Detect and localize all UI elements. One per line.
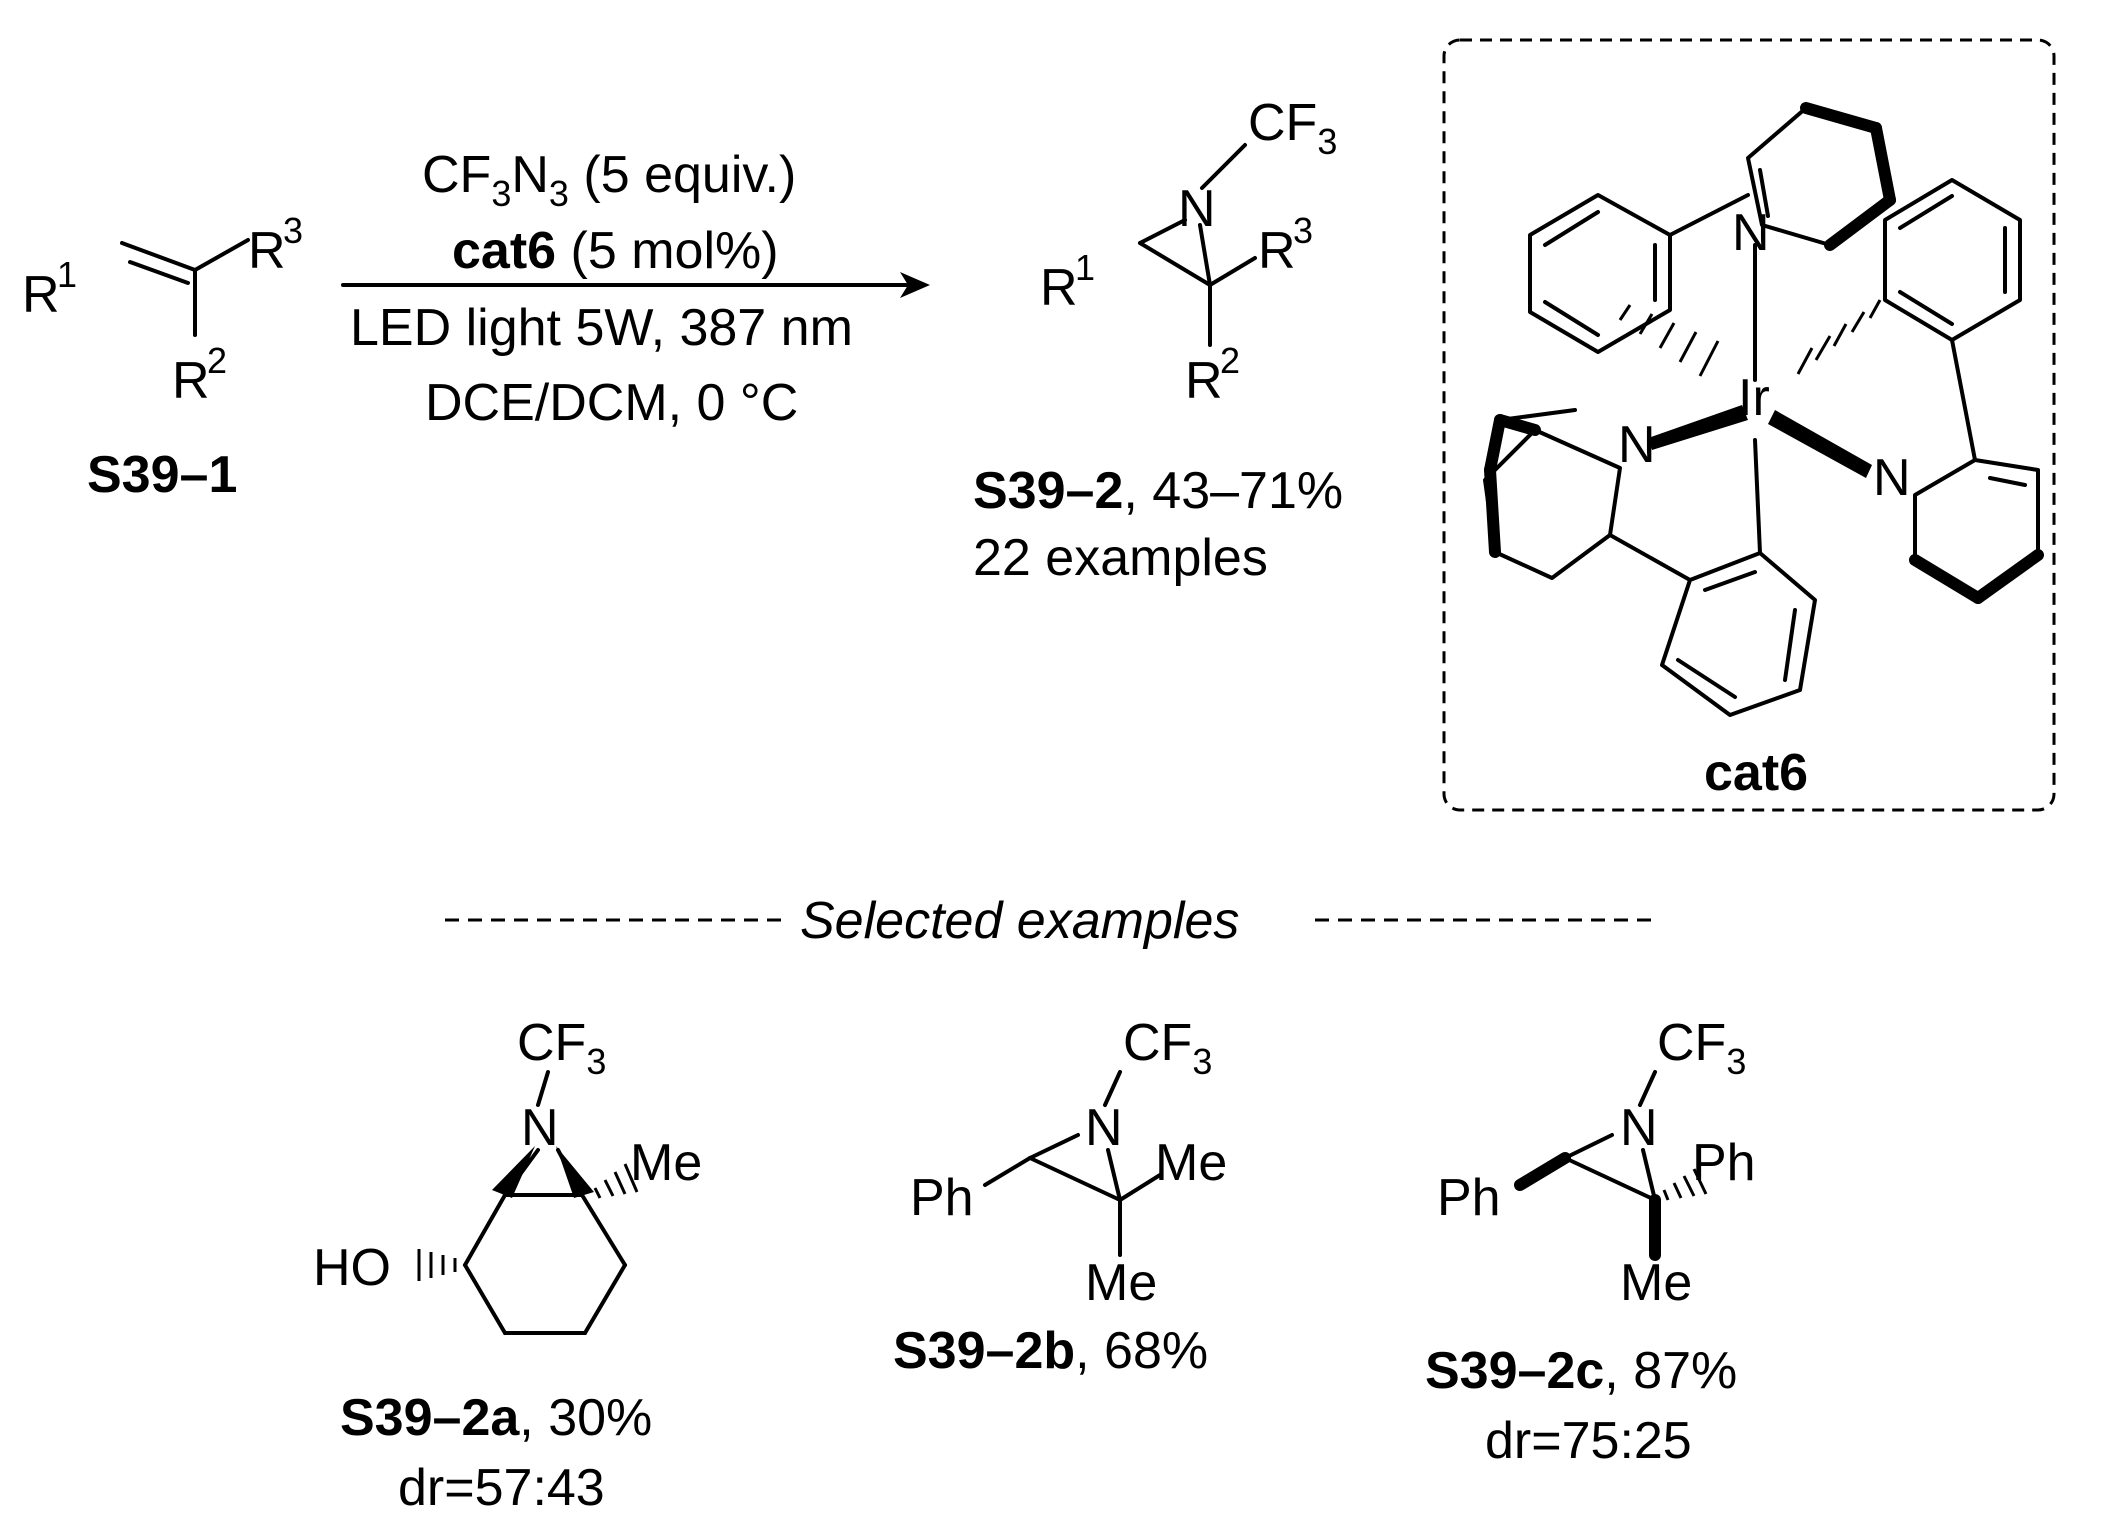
product-r3: R [1258, 222, 1296, 280]
catalyst-n-top: N [1732, 204, 1770, 262]
catalyst-n-right: N [1873, 449, 1911, 507]
product-cf3: CF3 [1248, 94, 1337, 162]
example-c-cf3: CF3 [1657, 1014, 1746, 1082]
example-b-n: N [1085, 1099, 1123, 1157]
example-a-ho: HO [313, 1239, 391, 1297]
example-a-n: N [521, 1099, 559, 1157]
example-c-me: Me [1620, 1254, 1692, 1312]
catalyst-ir: Ir [1738, 369, 1770, 427]
conditions-line4: DCE/DCM, 0 °C [425, 374, 798, 432]
selected-header-text: Selected examples [800, 892, 1239, 950]
example-b-ph: Ph [910, 1169, 974, 1227]
reactant-alkene: R 1 R 3 R 2 S39–1 [22, 210, 303, 504]
product-r2-sup: 2 [1220, 340, 1240, 381]
example-a-cf3: CF3 [517, 1014, 606, 1082]
reactant-r2-sup: 2 [207, 340, 227, 381]
product-examples: 22 examples [973, 529, 1268, 587]
conditions-line1: CF3N3 (5 equiv.) [422, 146, 796, 214]
product-r3-sup: 3 [1293, 210, 1313, 251]
example-a-me: Me [630, 1134, 702, 1192]
reactant-r3: R [248, 222, 286, 280]
example-b-label: S39–2b, 68% [893, 1322, 1208, 1380]
example-c-n: N [1620, 1099, 1658, 1157]
product-aziridine: N CF3 R 1 R 3 R 2 S39–2, 43–71% 22 examp… [973, 94, 1343, 587]
product-n: N [1178, 180, 1216, 238]
reactant-r3-sup: 3 [283, 210, 303, 251]
product-label: S39–2, 43–71% [973, 462, 1343, 520]
example-c-ph2: Ph [1692, 1134, 1756, 1192]
reactant-r1: R [22, 266, 60, 324]
catalyst-label: cat6 [1704, 744, 1808, 802]
example-c-label: S39–2c, 87% [1425, 1342, 1737, 1400]
example-c-ph1: Ph [1437, 1169, 1501, 1227]
example-b-cf3: CF3 [1123, 1014, 1212, 1082]
selected-examples-header: Selected examples [445, 892, 1660, 950]
product-r1-sup: 1 [1075, 247, 1095, 288]
catalyst-box: N Ir N N cat6 [1442, 38, 2056, 812]
example-s39-2c: CF3 N Ph Ph Me S39–2c, 87% dr=75:25 [1425, 1014, 1756, 1470]
reactant-r1-sup: 1 [57, 254, 77, 295]
reaction-conditions: CF3N3 (5 equiv.) cat6 (5 mol%) LED light… [341, 146, 930, 432]
example-s39-2b: CF3 N Ph Me Me S39–2b, 68% [893, 1014, 1227, 1380]
example-a-label: S39–2a, 30% [340, 1389, 652, 1447]
catalyst-n-left: N [1618, 416, 1656, 474]
example-s39-2a: CF3 N Me HO S39–2a, 30% dr=57:43 [313, 1014, 702, 1517]
example-b-me1: Me [1155, 1134, 1227, 1192]
example-c-dr: dr=75:25 [1485, 1412, 1692, 1470]
conditions-line2: cat6 (5 mol%) [452, 222, 779, 280]
example-a-dr: dr=57:43 [398, 1459, 605, 1517]
example-b-me2: Me [1085, 1254, 1157, 1312]
product-r1: R [1040, 259, 1078, 317]
conditions-line3: LED light 5W, 387 nm [350, 299, 853, 357]
reactant-r2: R [172, 352, 210, 410]
product-r2: R [1185, 352, 1223, 410]
reactant-label: S39–1 [87, 446, 237, 504]
